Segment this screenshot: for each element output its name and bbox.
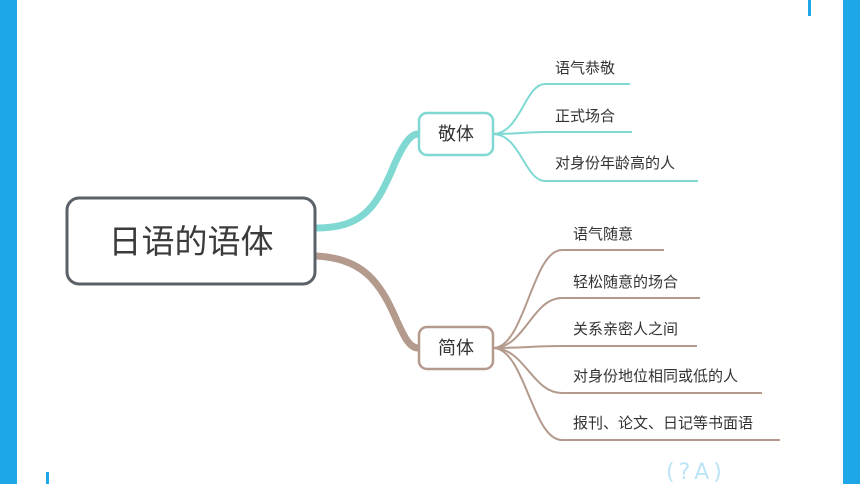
leaf-plain-2: 轻松随意的场合 [573,273,678,291]
root-node-label: 日语的语体 [109,222,274,261]
leaf-plain-3: 关系亲密人之间 [573,320,678,338]
connector-plain-leaf-5 [492,347,780,441]
leaf-plain-4: 对身份地位相同或低的人 [573,367,738,385]
connector-plain-leaf-2 [492,297,700,349]
leaf-formal-3: 对身份年龄高的人 [555,154,675,172]
branch-node-formal-label: 敬体 [438,124,474,145]
connector-formal-leaf-1 [492,83,630,135]
connector-formal-leaf-3 [492,133,698,182]
root-node[interactable]: 日语的语体 [65,196,317,286]
leaf-formal-1: 语气恭敬 [555,59,615,77]
branch-node-formal[interactable]: 敬体 [417,111,495,157]
bottom-left-tick [46,472,49,484]
connector-root-plain [312,252,422,352]
connector-root-formal [312,130,422,232]
leaf-formal-2: 正式场合 [555,107,615,125]
branch-node-plain-label: 简体 [438,338,474,359]
watermark: (?A) [666,460,726,485]
connector-plain-leaf-3 [492,345,697,349]
connector-formal-leaf-2 [492,131,632,135]
connector-plain-leaf-4 [492,347,762,394]
leaf-plain-5: 报刊、论文、日记等书面语 [573,414,753,432]
connector-plain-leaf-1 [492,249,664,349]
leaf-plain-1: 语气随意 [573,225,633,243]
branch-node-plain[interactable]: 简体 [417,325,495,371]
top-right-tick [808,0,811,16]
